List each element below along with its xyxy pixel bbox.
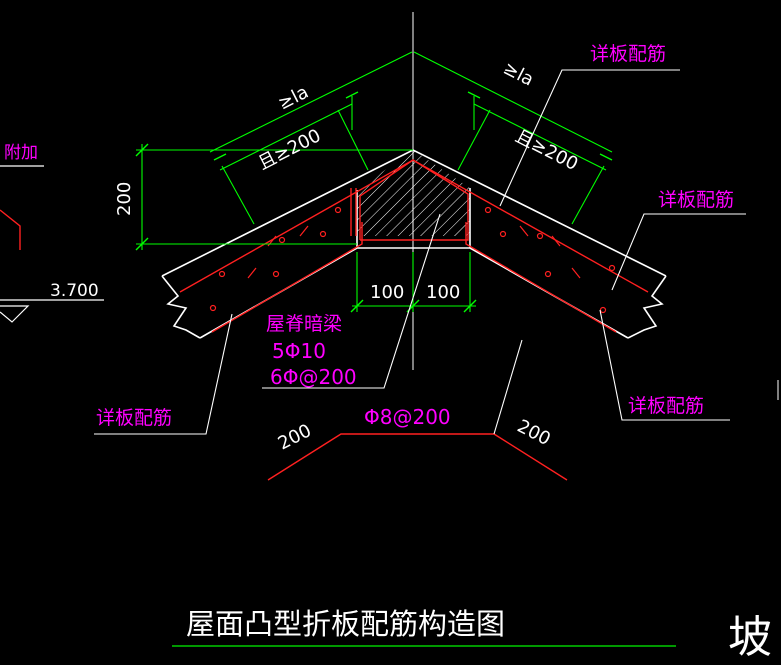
slab-rebar-label-top-right: 详板配筋 [590, 43, 666, 65]
dim-tick [135, 237, 149, 251]
dim-la-left [209, 51, 413, 153]
rebar-dot [599, 306, 607, 314]
leader-top-right [499, 69, 680, 207]
dim-min-left-ext-a [221, 165, 255, 225]
dim-min-right-text: 且≥200 [512, 126, 582, 175]
rebar-ticks [247, 225, 581, 279]
dim-tick [345, 91, 359, 99]
extra-bar-spec: Φ8@200 [364, 405, 451, 429]
leader-ridge-beam [262, 213, 441, 389]
dim-tick [213, 153, 227, 161]
dim-min-left-ext-b [337, 109, 369, 171]
dim-tick [350, 299, 364, 313]
rebar-group [179, 159, 649, 481]
rebar-dot [536, 232, 544, 240]
leader-extra-bar [493, 339, 523, 435]
left-partial-label: 附加 [4, 143, 38, 163]
rebar-dot [608, 264, 616, 272]
left-partial-rebar [0, 209, 21, 250]
dim-min-left [219, 103, 353, 171]
dim-beam-height-text: 200 [114, 182, 135, 216]
slab-rebar-label-right-lower: 详板配筋 [628, 395, 704, 417]
rebar-dots [209, 206, 616, 314]
rebar-dot [218, 270, 226, 278]
leader-right-lower [599, 309, 730, 421]
rebar-dot [209, 304, 217, 312]
rebar-tick [519, 225, 529, 237]
rebar-dot [484, 206, 492, 214]
ridge-beam-main-bars: 5Φ10 [272, 339, 326, 363]
drawing-title: 屋面凸型折板配筋构造图 [186, 607, 505, 641]
ridge-beam-name: 屋脊暗梁 [266, 313, 342, 335]
right-break-symbol [627, 275, 667, 339]
dim-min-right-ext-a [457, 109, 491, 171]
rebar-tick [571, 267, 581, 279]
annotation-text-group: 详板配筋 详板配筋 详板配筋 详板配筋 屋脊暗梁 5Φ10 6Φ@200 Φ8@… [96, 43, 734, 429]
rebar-dot [278, 236, 286, 244]
rebar-dot [499, 230, 507, 238]
right-partial-label: 坡 [728, 612, 772, 663]
rebar-dot [544, 270, 552, 278]
ridge-beam-hatch [357, 150, 470, 236]
rebar-dot [319, 230, 327, 238]
dim-tick [467, 91, 481, 99]
dim-tick [135, 143, 149, 157]
rebar-dot [272, 270, 280, 278]
left-break-symbol [161, 275, 201, 339]
rebar-tick [299, 225, 309, 237]
dim-tick [599, 153, 613, 161]
dim-half-width-left-text: 100 [370, 282, 404, 303]
slab-rebar-label-right-upper: 详板配筋 [658, 189, 734, 211]
bottom-rebar-right [465, 222, 617, 333]
bar-leg-left-text: 200 [275, 420, 315, 454]
dim-tick [463, 299, 477, 313]
extra-bar [267, 433, 568, 481]
beam-stirrup [359, 159, 469, 241]
dim-min-right [473, 103, 607, 171]
slab-rebar-label-left-lower: 详板配筋 [96, 407, 172, 429]
elevation-marker [0, 305, 30, 323]
leader-left-lower [94, 313, 233, 435]
bottom-rebar-left [211, 222, 363, 333]
dimension-lines [136, 51, 613, 312]
rebar-tick [247, 267, 257, 279]
leader-right-upper [611, 213, 746, 291]
rebar-tick [551, 235, 561, 247]
dim-la-right-text: ≥la [500, 58, 537, 91]
left-fragment: 附加 3.700 [0, 143, 104, 323]
dim-half-width-right-text: 100 [426, 282, 460, 303]
dim-la-right [413, 51, 613, 153]
dim-min-right-ext-b [571, 165, 605, 225]
leader-lines [94, 69, 746, 435]
dimension-text-group: ≥la ≥la 且≥200 且≥200 200 100 100 200 200 [114, 58, 581, 455]
bar-leg-right-text: 200 [514, 416, 554, 450]
ridge-beam-stirrups: 6Φ@200 [270, 365, 357, 389]
rebar-dot [334, 206, 342, 214]
elevation-label: 3.700 [50, 281, 99, 301]
dim-la-left-text: ≥la [275, 82, 312, 115]
